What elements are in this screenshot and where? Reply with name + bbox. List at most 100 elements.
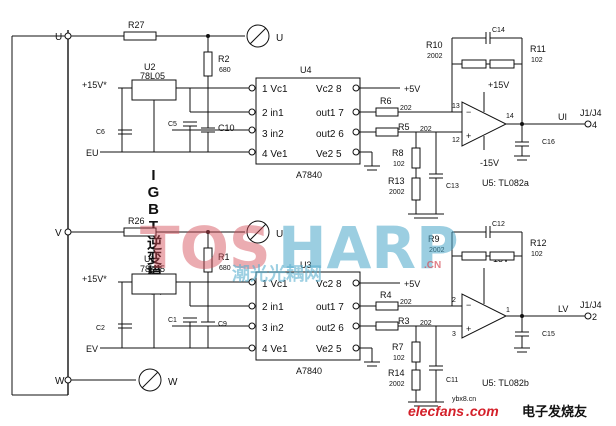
watermark-main-b: HARP (278, 214, 459, 282)
opamp-u5b-plus: + (466, 324, 471, 334)
label-r14: R14 (388, 368, 405, 378)
u3-pin-7: out1 7 (316, 302, 344, 313)
u4-pin-8: Vc2 8 (316, 84, 342, 95)
label-conn-pin-top: 4 (592, 120, 597, 130)
watermark-tag: ybx8.cn (452, 396, 476, 403)
label-r11-value: 102 (531, 57, 543, 64)
label-u4: U4 (300, 65, 312, 75)
u4-pin-3: 3 in2 (262, 129, 284, 140)
label-r13: R13 (388, 176, 405, 186)
label-out-lv: LV (558, 304, 568, 314)
label-c1: C1 (168, 317, 177, 324)
connector-j1-pin4 (584, 120, 592, 128)
label-r2: R2 (218, 54, 230, 64)
resistor-r11 (489, 59, 515, 69)
top-channel: R27 U R2 680 +15V* U2 78L05 C6 C5 C10 EU (71, 20, 602, 219)
label-r14-value: 2002 (389, 381, 405, 388)
u4-pin-6: out2 6 (316, 129, 344, 140)
label-u1: U1 (144, 254, 156, 264)
sensor-w-label: W (168, 377, 178, 388)
label-r13-value: 2002 (389, 189, 405, 196)
label-r4-value: 202 (400, 299, 412, 306)
terminal-u-label: U (55, 32, 62, 43)
label-5v-top: +5V (404, 84, 420, 94)
u3-pin-5: Ve2 5 (316, 344, 342, 355)
label-r3-value: 202 (420, 320, 432, 327)
resistor-r7 (411, 341, 421, 363)
resistor-r12 (489, 251, 515, 261)
label-out-ui: UI (558, 112, 567, 122)
label-r3: R3 (398, 316, 410, 326)
label-op-pin2: 2 (452, 297, 456, 304)
label-5v-bottom: +5V (404, 279, 420, 289)
label-r2-value: 680 (219, 67, 231, 74)
watermark-cn: .CN (424, 260, 441, 271)
label-op-pin1: 1 (506, 307, 510, 314)
resistor-r3 (375, 321, 399, 331)
terminal-v-label: V (55, 228, 62, 239)
u4-pin-5: Ve2 5 (316, 149, 342, 160)
watermark-sub: 潮光光耦网 (232, 263, 322, 284)
label-r4: R4 (380, 290, 392, 300)
label-u3-part: A7840 (296, 366, 322, 376)
u3-pin-8: Vc2 8 (316, 279, 342, 290)
label-r6-value: 202 (400, 105, 412, 112)
label-u2: U2 (144, 62, 156, 72)
u3-pin-3: 3 in2 (262, 323, 284, 334)
label-u4-part: A7840 (296, 170, 322, 180)
u3-pin-2: 2 in1 (262, 302, 284, 313)
sensor-v-label: U (276, 229, 283, 240)
watermark-site-dot: .com (466, 403, 499, 419)
u4-pin-4: 4 Ve1 (262, 149, 288, 160)
label-c10: C10 (218, 123, 235, 133)
resistor-r4 (375, 301, 399, 311)
label-r5: R5 (398, 122, 410, 132)
u3-pin-1: 1 Vc1 (262, 279, 288, 290)
label-c9: C9 (218, 321, 227, 328)
resistor-r13 (411, 177, 421, 201)
watermark-main-a: TOS (140, 214, 271, 282)
resistor-r2 (203, 51, 213, 77)
opamp-u5a-minus: − (466, 107, 471, 117)
label-eu: EU (86, 148, 99, 158)
label-c13: C13 (446, 183, 459, 190)
opamp-u5b (461, 293, 508, 339)
label-c12: C12 (492, 221, 505, 228)
opamp-u5a (461, 101, 508, 147)
watermark-site: elecfans (408, 403, 464, 419)
label-c6: C6 (96, 129, 105, 136)
u3-pin-6: out2 6 (316, 323, 344, 334)
label-amp-bottom: U5: TL082b (482, 378, 529, 388)
label-r10: R10 (426, 40, 443, 50)
label-r11: R11 (530, 44, 546, 54)
label-r1: R1 (218, 252, 230, 262)
u4-pin-7: out1 7 (316, 108, 344, 119)
label-r8: R8 (392, 148, 404, 158)
isolation-amp-u4 (255, 77, 361, 165)
connector-j1-pin2 (584, 312, 592, 320)
label-r7-value: 102 (393, 355, 405, 362)
opamp-u5a-plus: + (466, 131, 471, 141)
label-ev: EV (86, 344, 98, 354)
terminal-u (64, 32, 72, 40)
label-r5-value: 202 (420, 126, 432, 133)
label-conn-bottom: J1/J4 (580, 300, 602, 310)
label-r1-value: 680 (219, 265, 231, 272)
label-op-pin3: 3 (452, 331, 456, 338)
sensor-u-label: U (276, 33, 283, 44)
resistor-r9 (461, 251, 487, 261)
label-u2-part: 78L05 (140, 71, 165, 81)
label-u3: U3 (300, 260, 312, 270)
w-channel: W (71, 368, 178, 392)
label-c14: C14 (492, 27, 505, 34)
resistor-r6 (375, 107, 399, 117)
label-r12: R12 (530, 238, 547, 248)
label-supply-in-top: +15V* (82, 80, 107, 90)
resistor-r26 (123, 227, 157, 237)
label-supply-in-bottom: +15V* (82, 274, 107, 284)
label-r7: R7 (392, 342, 404, 352)
label-r6: R6 (380, 96, 392, 106)
label-c2: C2 (96, 325, 105, 332)
label-r9-value: 2002 (429, 247, 445, 254)
